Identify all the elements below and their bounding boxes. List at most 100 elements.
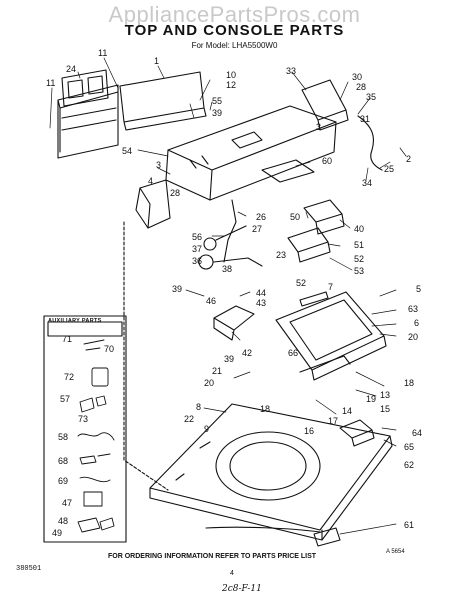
callout: 8 (196, 402, 201, 412)
callout: 13 (380, 390, 390, 400)
callout: 69 (58, 476, 68, 486)
callout: 66 (288, 348, 298, 358)
callout: 27 (252, 224, 262, 234)
callout: 40 (354, 224, 364, 234)
auxiliary-parts-title: AUXILIARY PARTS (48, 318, 102, 324)
callout: 16 (304, 426, 314, 436)
console-top-panel (165, 105, 337, 201)
vertical-guide (123, 221, 169, 491)
top-grille-panel (61, 69, 109, 107)
auxiliary-parts-box (43, 315, 127, 543)
callout: 61 (404, 520, 414, 530)
callout: 72 (64, 372, 74, 382)
callout: 11 (46, 78, 55, 88)
callout: 2 (406, 154, 411, 164)
callout: 50 (290, 212, 300, 222)
callout: 9 (204, 424, 209, 434)
callout: 31 (360, 114, 370, 124)
callout: 52 (354, 254, 364, 264)
callout: 38 (222, 264, 232, 274)
callout: 37 (192, 244, 202, 254)
callout: 39 (224, 354, 234, 364)
timer-assembly (303, 199, 345, 235)
callout: 54 (122, 146, 132, 156)
wire-harness (357, 115, 383, 171)
callout: 70 (104, 344, 114, 354)
selector-switch (287, 227, 331, 263)
callout: 51 (354, 240, 364, 250)
rear-brace (119, 71, 207, 131)
callout: 56 (192, 232, 202, 242)
callout: 14 (342, 406, 352, 416)
callout-labels: 11 24 11 1 10 12 33 30 28 35 55 39 3 31 … (46, 48, 422, 538)
callout: 28 (170, 188, 180, 198)
console-back-panel (57, 84, 119, 159)
callout: 15 (380, 404, 390, 414)
callout: 24 (66, 64, 76, 74)
lid-frame (275, 291, 387, 381)
callout: 18 (404, 378, 414, 388)
control-linkage (198, 199, 263, 270)
callout: 22 (184, 414, 194, 424)
callout: 58 (58, 432, 68, 442)
callout: 26 (256, 212, 266, 222)
leader-lines (49, 57, 407, 535)
callout: 1 (154, 56, 159, 66)
callout: 52 (296, 278, 306, 288)
callout: 49 (52, 528, 62, 538)
console-end-cap (135, 179, 171, 229)
callout: 23 (276, 250, 286, 260)
callout: 21 (212, 366, 222, 376)
callout: 36 (192, 256, 202, 266)
console-window (261, 159, 315, 183)
callout: 44 (256, 288, 266, 298)
callout: 5 (416, 284, 421, 294)
callout: 68 (58, 456, 68, 466)
callout: 7 (328, 282, 333, 292)
callout: 55 (212, 96, 222, 106)
page-number: 4 (230, 570, 234, 577)
lid-switch (299, 291, 329, 307)
callout: 19 (366, 394, 376, 404)
callout: 39 (212, 108, 222, 118)
callout: 64 (412, 428, 422, 438)
callout: 48 (58, 516, 68, 526)
callout: 18 (260, 404, 270, 414)
lid-bumper (313, 527, 341, 547)
corner-code: 380501 (16, 565, 42, 573)
callout: 28 (356, 82, 366, 92)
callout: 42 (242, 348, 252, 358)
callout: 6 (414, 318, 419, 328)
callout: 35 (366, 92, 376, 102)
callout: 17 (328, 416, 338, 426)
callout: 12 (226, 80, 236, 90)
lid-strap (299, 355, 351, 373)
callout: 20 (204, 378, 214, 388)
reference-code: A 5654 (386, 549, 405, 555)
model-subtitle: For Model: LHA5500W0 (191, 41, 278, 50)
callout: 3 (156, 160, 161, 170)
callout: 63 (408, 304, 418, 314)
callout: 20 (408, 332, 418, 342)
diagram-title: TOP AND CONSOLE PARTS (124, 22, 345, 39)
front-trim (205, 526, 321, 533)
callout: 10 (226, 70, 236, 80)
callout: 62 (404, 460, 414, 470)
right-console-bracket (301, 79, 349, 131)
callout: 65 (404, 442, 414, 452)
lid-switch-bracket (339, 419, 375, 447)
callout: 3 (316, 122, 321, 132)
auxiliary-part-sketches (77, 339, 115, 533)
cabinet-top (149, 403, 393, 541)
callout: 73 (78, 414, 88, 424)
ordering-footer-note: FOR ORDERING INFORMATION REFER TO PARTS … (108, 553, 317, 560)
callout: 60 (322, 156, 332, 166)
callout: 46 (206, 296, 216, 306)
callout: 57 (60, 394, 70, 404)
callout: 33 (286, 66, 296, 76)
callout: 39 (172, 284, 182, 294)
callout: 4 (148, 176, 153, 186)
watermark-logo: AppliancePartsPros.com (108, 2, 361, 27)
